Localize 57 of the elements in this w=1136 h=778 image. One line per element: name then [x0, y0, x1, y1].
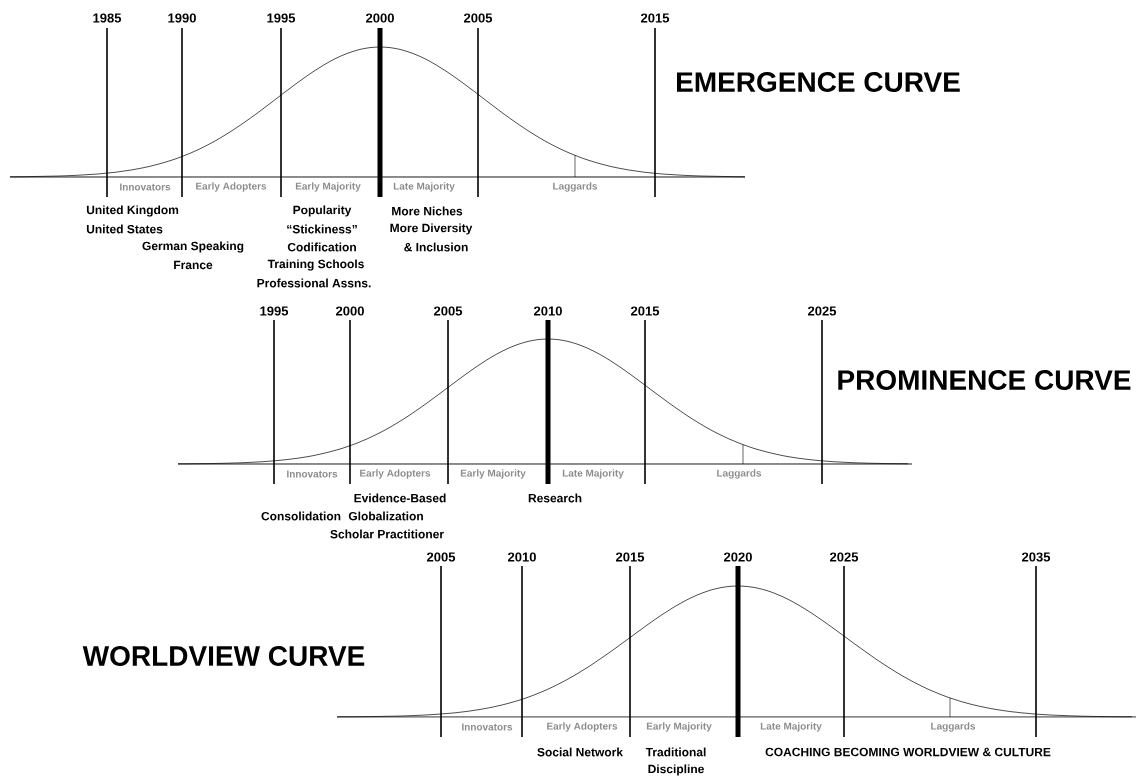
- milestone-note: United Kingdom: [86, 205, 179, 217]
- category-label: Early Majority: [460, 469, 526, 479]
- year-label: 2010: [534, 306, 562, 316]
- category-label: Laggards: [553, 182, 598, 192]
- year-label: 2005: [427, 552, 456, 562]
- year-label: 1995: [267, 13, 296, 23]
- category-label: Early Adopters: [547, 722, 618, 732]
- category-label: Early Majority: [646, 722, 712, 732]
- year-label: 2015: [616, 552, 645, 562]
- category-label: Early Adopters: [196, 182, 267, 192]
- milestone-note: Discipline: [648, 764, 704, 776]
- milestone-note: More Diversity: [390, 223, 473, 235]
- milestone-note: German Speaking: [142, 241, 244, 253]
- milestone-note: Social Network: [537, 747, 623, 757]
- milestone-note: Consolidation: [261, 511, 341, 521]
- year-label: 2025: [830, 552, 859, 562]
- milestone-note: Evidence-Based: [354, 493, 446, 503]
- milestone-note: Popularity: [293, 205, 352, 217]
- category-label: Late Majority: [760, 722, 822, 732]
- milestone-note: Traditional: [645, 747, 706, 757]
- milestone-note: Training Schools: [267, 259, 364, 271]
- milestone-note: Professional Assns.: [257, 278, 371, 288]
- year-label: 1985: [93, 13, 122, 23]
- milestone-note: Globalization: [348, 511, 423, 521]
- year-label: 2015: [631, 306, 660, 316]
- category-label: Laggards: [717, 469, 762, 479]
- year-label: 2005: [464, 13, 493, 23]
- milestone-note: & Inclusion: [404, 242, 468, 252]
- milestone-note: Research: [528, 493, 582, 503]
- curve-title: PROMINENCE CURVE: [838, 370, 1131, 390]
- year-label: 2015: [641, 13, 670, 23]
- year-label: 2005: [434, 306, 463, 316]
- milestone-note: United States: [86, 224, 163, 234]
- category-label: Innovators: [120, 183, 171, 191]
- category-label: Laggards: [931, 722, 976, 732]
- curve-title: EMERGENCE CURVE: [677, 72, 960, 92]
- category-label: Early Majority: [295, 182, 361, 192]
- milestone-note: Codification: [287, 242, 356, 252]
- category-label: Innovators: [462, 723, 513, 731]
- category-label: Late Majority: [562, 469, 624, 479]
- year-label: 1990: [168, 13, 196, 23]
- category-label: Innovators: [287, 470, 338, 478]
- milestone-note: COACHING BECOMING WORLDVIEW & CULTURE: [765, 747, 1051, 757]
- category-label: Late Majority: [393, 182, 455, 192]
- milestone-note: More Niches: [392, 206, 463, 216]
- milestone-note: France: [174, 260, 213, 270]
- milestone-note: Scholar Practitioner: [330, 529, 444, 539]
- year-label: 2025: [808, 306, 837, 316]
- year-label: 2000: [336, 306, 364, 316]
- year-label: 2000: [366, 13, 394, 23]
- year-label: 2035: [1022, 552, 1051, 562]
- curve-title: WORLDVIEW CURVE: [82, 646, 365, 666]
- year-label: 2020: [724, 552, 752, 562]
- year-label: 1995: [260, 306, 289, 316]
- milestone-note: “Stickiness”: [287, 224, 357, 234]
- category-label: Early Adopters: [360, 469, 431, 479]
- year-label: 2010: [508, 552, 536, 562]
